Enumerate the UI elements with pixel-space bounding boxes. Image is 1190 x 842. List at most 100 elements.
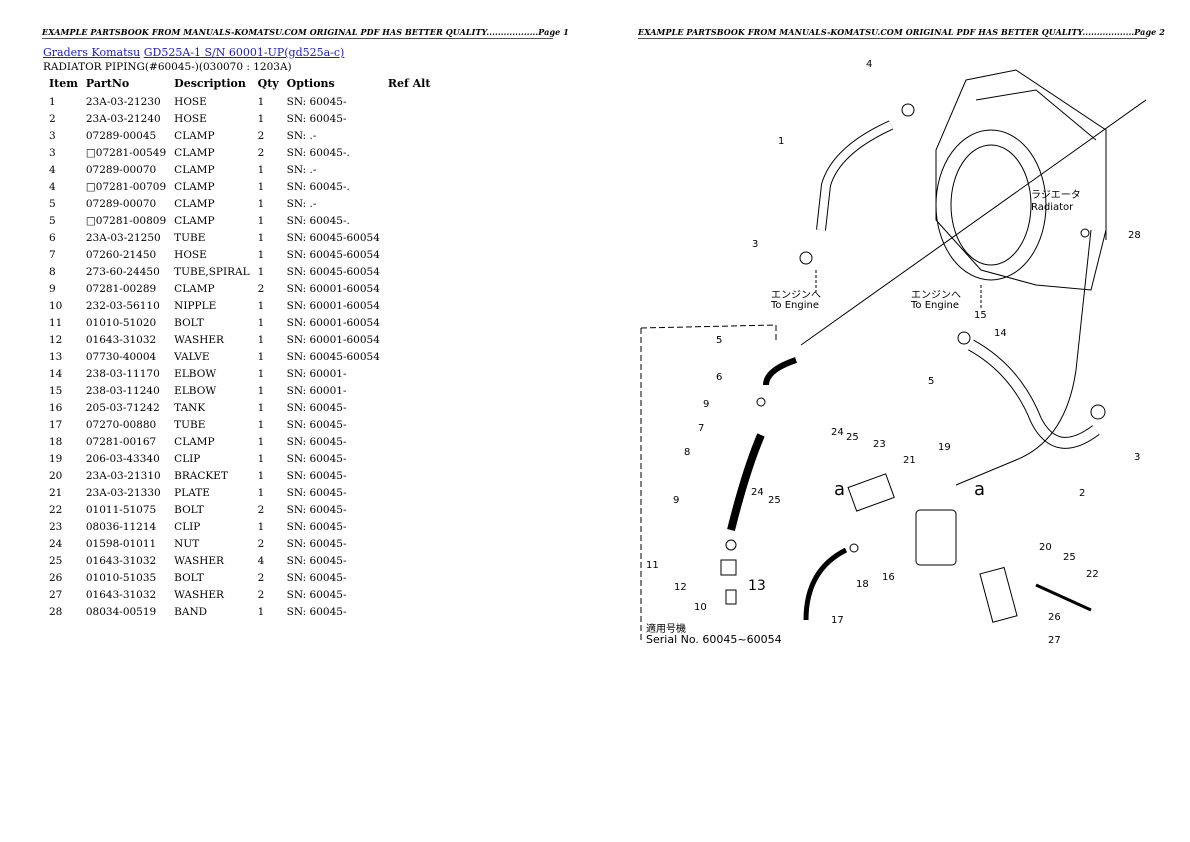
callout-25c: 25 <box>1063 552 1076 563</box>
cell-qty: 1 <box>257 605 265 618</box>
nipple-10 <box>725 589 737 605</box>
page-header-left: EXAMPLE PARTSBOOK FROM MANUALS-KOMATSU.C… <box>42 27 569 39</box>
breadcrumb-link-model[interactable]: GD525A-1 S/N 60001-UP(gd525a-c) <box>143 46 345 59</box>
cell-refalt <box>384 569 435 586</box>
cell-description: TANK <box>174 401 206 414</box>
col-header-qty: Qty <box>257 77 279 90</box>
breadcrumb-link-graders[interactable]: Graders Komatsu <box>43 46 141 59</box>
cell-refalt <box>384 93 435 110</box>
col-header-options: Options <box>286 77 335 90</box>
cell-qty: 1 <box>257 469 265 482</box>
cell-description: VALVE <box>174 350 210 363</box>
callout-26: 26 <box>1048 612 1061 623</box>
cell-qty: 4 <box>257 554 265 567</box>
cell-item: 19 <box>49 452 63 465</box>
callout-15: 15 <box>974 310 987 321</box>
cell-refalt <box>384 127 435 144</box>
cell-qty: 1 <box>257 418 265 431</box>
cell-refalt <box>384 399 435 416</box>
cell-qty: 1 <box>257 333 265 346</box>
callout-28: 28 <box>1128 230 1141 241</box>
cell-refalt <box>384 178 435 195</box>
cell-item: 7 <box>49 248 56 261</box>
callout-24: 24 <box>831 427 844 438</box>
cell-options: SN: 60045- <box>286 95 347 108</box>
cell-description: TUBE,SPIRAL <box>174 265 250 278</box>
cell-description: NIPPLE <box>174 299 217 312</box>
breadcrumb: Graders Komatsu GD525A-1 S/N 60001-UP(gd… <box>43 46 344 59</box>
callout-9b: 9 <box>673 495 679 506</box>
cell-partno: 07270-00880 <box>85 418 157 431</box>
cell-partno: 07289-00070 <box>85 197 157 210</box>
cell-refalt <box>384 467 435 484</box>
cell-description: CLAMP <box>174 282 215 295</box>
cell-refalt <box>384 110 435 127</box>
cell-qty: 1 <box>257 435 265 448</box>
cell-item: 13 <box>49 350 63 363</box>
cell-item: 3 <box>49 146 56 159</box>
cell-options: SN: 60045-. <box>286 146 350 159</box>
callout-14: 14 <box>994 328 1007 339</box>
callout-27: 27 <box>1048 635 1061 646</box>
cell-qty: 1 <box>257 350 265 363</box>
cell-refalt <box>384 280 435 297</box>
cell-description: TUBE <box>174 231 206 244</box>
cell-refalt <box>384 382 435 399</box>
cell-partno: 273-60-24450 <box>85 265 160 278</box>
cell-item: 10 <box>49 299 63 312</box>
cell-partno: 07289-00070 <box>85 163 157 176</box>
clamp-3b <box>1090 404 1106 420</box>
tank-16 <box>915 509 957 566</box>
cell-item: 9 <box>49 282 56 295</box>
cell-partno: 01010-51035 <box>85 571 157 584</box>
callout-21: 21 <box>903 455 916 466</box>
cell-options: SN: 60045-60054 <box>286 265 380 278</box>
cell-options: SN: 60045-. <box>286 180 350 193</box>
callout-6: 6 <box>716 372 722 383</box>
cell-options: SN: 60045- <box>286 588 347 601</box>
plate-21 <box>847 473 895 512</box>
cell-refalt <box>384 433 435 450</box>
cell-item: 5 <box>49 214 56 227</box>
callout-1: 1 <box>778 136 784 147</box>
clamp-18 <box>849 543 859 553</box>
col-header-refalt: Ref Alt <box>387 77 431 90</box>
callout-23: 23 <box>873 439 886 450</box>
cell-description: PLATE <box>174 486 210 499</box>
col-header-item: Item <box>49 77 78 90</box>
callout-3b: 3 <box>1134 452 1140 463</box>
callout-13: 13 <box>748 578 766 594</box>
cell-options: SN: .- <box>286 197 317 210</box>
col-header-description: Description <box>174 77 246 90</box>
cell-item: 15 <box>49 384 63 397</box>
bracket-20 <box>979 566 1018 623</box>
inset-border <box>640 324 777 640</box>
cell-description: BOLT <box>174 503 204 516</box>
cell-partno: 23A-03-21330 <box>85 486 161 499</box>
cell-options: SN: .- <box>286 129 317 142</box>
callout-7: 7 <box>698 423 704 434</box>
cell-refalt <box>384 518 435 535</box>
cell-options: SN: 60001-60054 <box>286 316 380 329</box>
cell-item: 22 <box>49 503 63 516</box>
callout-25: 25 <box>846 432 859 443</box>
cell-qty: 1 <box>257 384 265 397</box>
cell-options: SN: 60045-. <box>286 214 350 227</box>
cell-options: SN: 60045- <box>286 537 347 550</box>
cell-refalt <box>384 297 435 314</box>
cell-item: 14 <box>49 367 63 380</box>
cell-description: CLAMP <box>174 214 215 227</box>
cell-qty: 1 <box>257 95 265 108</box>
cell-partno: 01598-01011 <box>85 537 157 550</box>
cell-partno: 206-03-43340 <box>85 452 160 465</box>
